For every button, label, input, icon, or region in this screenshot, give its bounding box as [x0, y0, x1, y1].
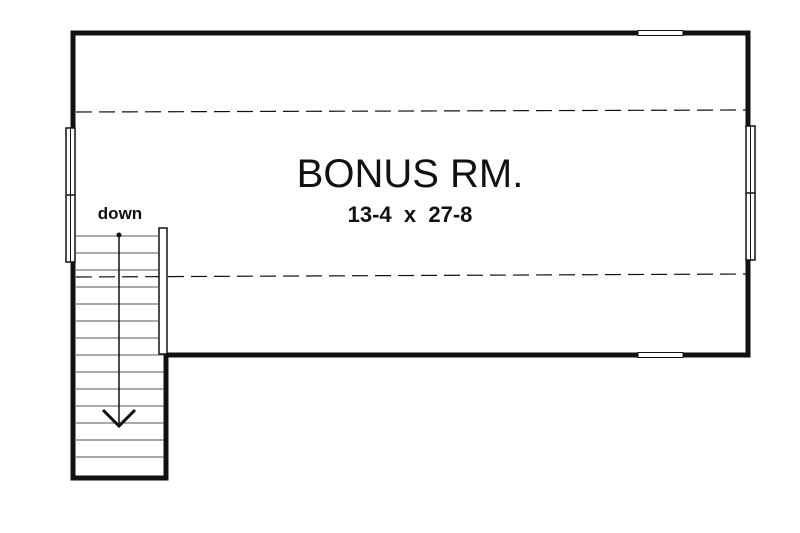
dashed-line-lower [75, 273, 747, 278]
room-dimensions: 13-4 x 27-8 [348, 202, 473, 227]
stair-railing [158, 227, 168, 355]
room-name: BONUS RM. [297, 152, 524, 196]
windows [65, 30, 756, 359]
window-top [637, 30, 684, 37]
window-left [65, 127, 76, 263]
window-bottom [637, 352, 684, 359]
window-right [745, 125, 756, 261]
stair-direction-label: down [98, 204, 142, 223]
dashed-line-upper [75, 109, 747, 113]
exterior-walls [70, 30, 751, 481]
ceiling-slope-lines [75, 109, 747, 278]
stair-down-arrow-icon [101, 232, 137, 429]
